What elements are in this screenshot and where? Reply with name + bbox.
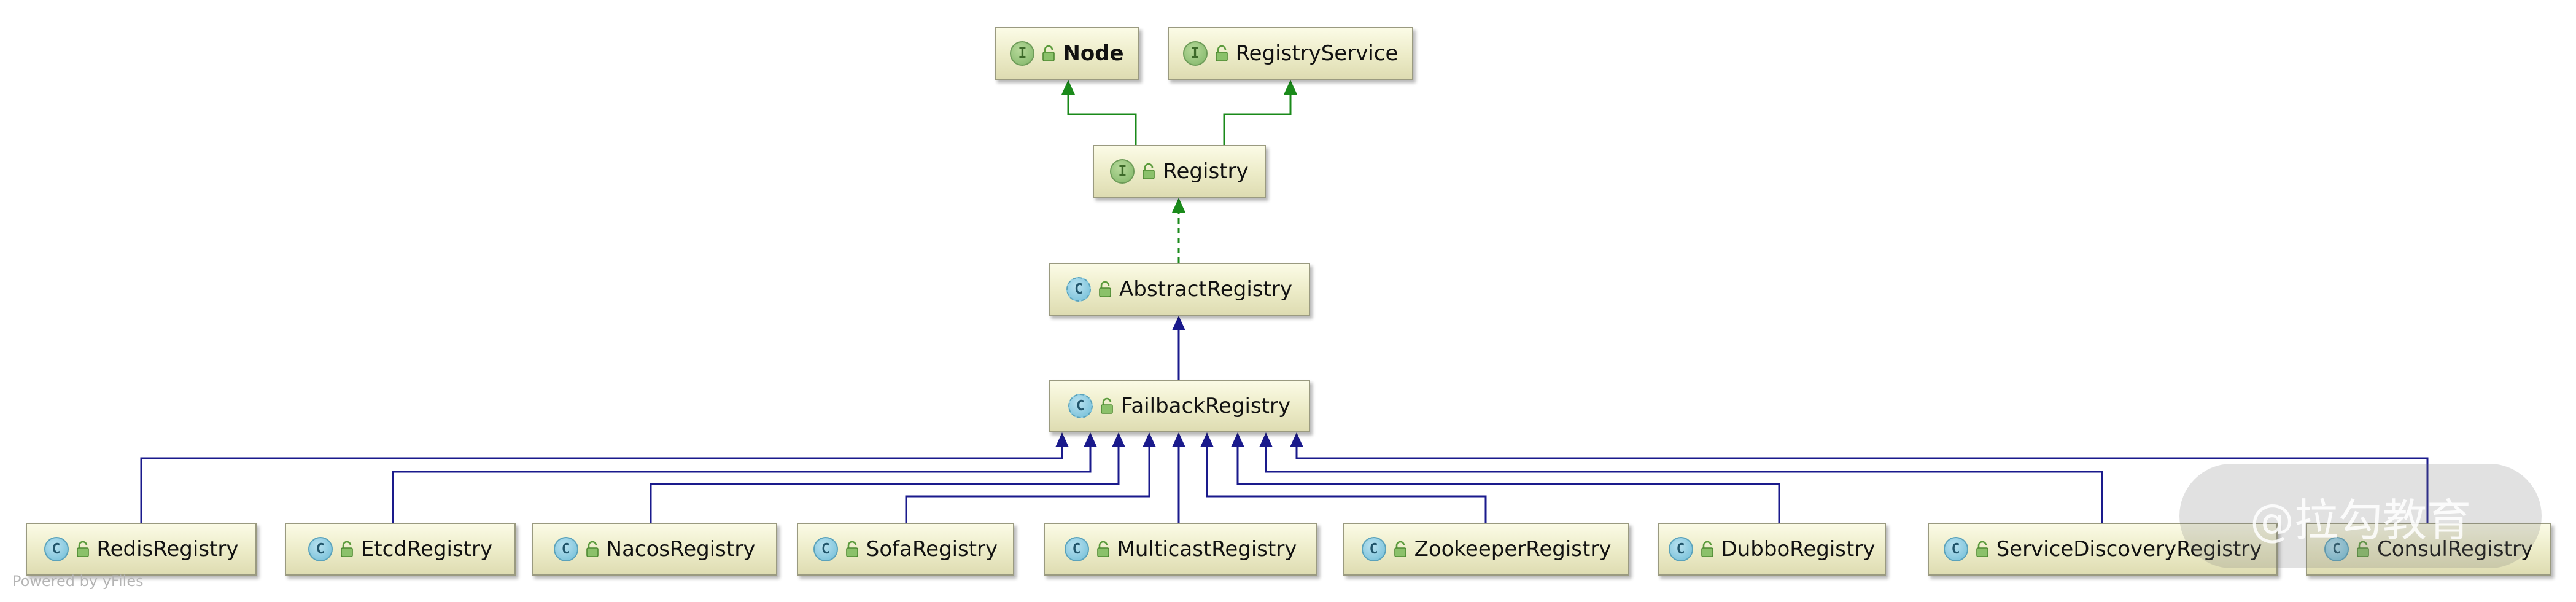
class-name-label: FailbackRegistry bbox=[1120, 394, 1291, 418]
public-lock-icon bbox=[1215, 45, 1228, 62]
edge-registry-registryservice bbox=[1223, 92, 1292, 145]
public-lock-icon bbox=[1042, 45, 1055, 62]
class-icon: C bbox=[1066, 277, 1092, 302]
edge-nacosregistry-failbackregistry bbox=[650, 445, 1120, 523]
edge-registry-node bbox=[1067, 92, 1137, 145]
class-name-label: NacosRegistry bbox=[606, 537, 756, 561]
arrowhead-registry bbox=[1172, 198, 1185, 213]
public-lock-icon bbox=[1100, 397, 1114, 415]
interface-icon: I bbox=[1182, 41, 1208, 66]
class-node-servicediscoveryregistry[interactable]: C ServiceDiscoveryRegistry bbox=[1928, 523, 2278, 576]
class-icon: C bbox=[1668, 537, 1693, 561]
class-node-node[interactable]: I Node bbox=[995, 27, 1139, 80]
class-icon: C bbox=[2324, 537, 2349, 561]
edge-dubboregistry-failbackregistry bbox=[1236, 445, 1780, 523]
class-node-etcdregistry[interactable]: C EtcdRegistry bbox=[285, 523, 516, 576]
class-name-label: AbstractRegistry bbox=[1119, 277, 1292, 302]
class-name-label: MulticastRegistry bbox=[1117, 537, 1297, 561]
public-lock-icon bbox=[2356, 541, 2370, 558]
arrowhead-failback-etcdregistry bbox=[1084, 432, 1097, 447]
class-name-label: ServiceDiscoveryRegistry bbox=[1996, 537, 2262, 561]
arrowhead-failback-servicediscoveryregistry bbox=[1259, 432, 1273, 447]
edge-zookeeperregistry-failbackregistry bbox=[1206, 445, 1487, 523]
class-icon: C bbox=[813, 537, 838, 561]
class-name-label: RegistryService bbox=[1235, 41, 1399, 66]
class-name-label: RedisRegistry bbox=[96, 537, 239, 561]
arrowhead-failback-consulregistry bbox=[1290, 432, 1303, 447]
class-icon: C bbox=[553, 537, 578, 561]
public-lock-icon bbox=[1096, 541, 1110, 558]
interface-icon: I bbox=[1010, 41, 1035, 66]
public-lock-icon bbox=[1394, 541, 1407, 558]
arrowhead-failback-nacosregistry bbox=[1112, 432, 1125, 447]
class-icon: C bbox=[1943, 537, 1968, 561]
class-node-abstractregistry[interactable]: C AbstractRegistry bbox=[1049, 263, 1310, 316]
public-lock-icon bbox=[586, 541, 599, 558]
edge-servicediscoveryregistry-failbackregistry bbox=[1265, 445, 2103, 523]
arrowhead-failback-sofaregistry bbox=[1143, 432, 1156, 447]
class-name-label: SofaRegistry bbox=[866, 537, 998, 561]
arrowhead-failback-dubboregistry bbox=[1231, 432, 1244, 447]
class-name-label: Registry bbox=[1163, 159, 1249, 184]
arrowhead-registryservice bbox=[1284, 80, 1297, 95]
public-lock-icon bbox=[1098, 281, 1112, 298]
arrowhead-failback-zookeeperregistry bbox=[1200, 432, 1214, 447]
class-icon: C bbox=[308, 537, 333, 561]
class-name-label: DubboRegistry bbox=[1721, 537, 1876, 561]
class-node-multicastregistry[interactable]: C MulticastRegistry bbox=[1044, 523, 1317, 576]
class-node-zookeeperregistry[interactable]: C ZookeeperRegistry bbox=[1343, 523, 1629, 576]
arrowhead-abstractregistry bbox=[1172, 316, 1185, 330]
class-node-redisregistry[interactable]: C RedisRegistry bbox=[26, 523, 257, 576]
edge-redisregistry-failbackregistry bbox=[140, 445, 1063, 523]
class-name-label: Node bbox=[1063, 41, 1124, 66]
arrowhead-failback-multicastregistry bbox=[1172, 432, 1185, 447]
arrowhead-node bbox=[1061, 80, 1075, 95]
powered-by-footer: Powered by yFiles bbox=[12, 573, 144, 590]
edge-etcdregistry-failbackregistry bbox=[392, 445, 1092, 523]
class-node-failbackregistry[interactable]: C FailbackRegistry bbox=[1049, 380, 1310, 432]
edge-sofaregistry-failbackregistry bbox=[905, 445, 1150, 523]
public-lock-icon bbox=[1976, 541, 1989, 558]
public-lock-icon bbox=[340, 541, 354, 558]
class-icon: C bbox=[1361, 537, 1386, 561]
public-lock-icon bbox=[1142, 163, 1155, 180]
class-node-registry[interactable]: I Registry bbox=[1093, 145, 1266, 198]
class-icon: C bbox=[44, 537, 69, 561]
class-icon: C bbox=[1068, 394, 1093, 418]
class-icon: C bbox=[1064, 537, 1089, 561]
edge-consulregistry-failbackregistry bbox=[1295, 445, 2429, 523]
arrowhead-failback-redisregistry bbox=[1055, 432, 1069, 447]
class-node-sofaregistry[interactable]: C SofaRegistry bbox=[797, 523, 1014, 576]
class-node-nacosregistry[interactable]: C NacosRegistry bbox=[532, 523, 777, 576]
class-name-label: EtcdRegistry bbox=[360, 537, 493, 561]
interface-icon: I bbox=[1110, 159, 1135, 184]
class-name-label: ZookeeperRegistry bbox=[1414, 537, 1612, 561]
watermark-logo: @拉勾教育 bbox=[2179, 464, 2542, 568]
class-node-consulregistry[interactable]: C ConsulRegistry bbox=[2306, 523, 2551, 576]
class-node-registryservice[interactable]: I RegistryService bbox=[1168, 27, 1413, 80]
public-lock-icon bbox=[76, 541, 90, 558]
class-node-dubboregistry[interactable]: C DubboRegistry bbox=[1658, 523, 1886, 576]
public-lock-icon bbox=[1701, 541, 1714, 558]
class-name-label: ConsulRegistry bbox=[2377, 537, 2533, 561]
public-lock-icon bbox=[845, 541, 859, 558]
